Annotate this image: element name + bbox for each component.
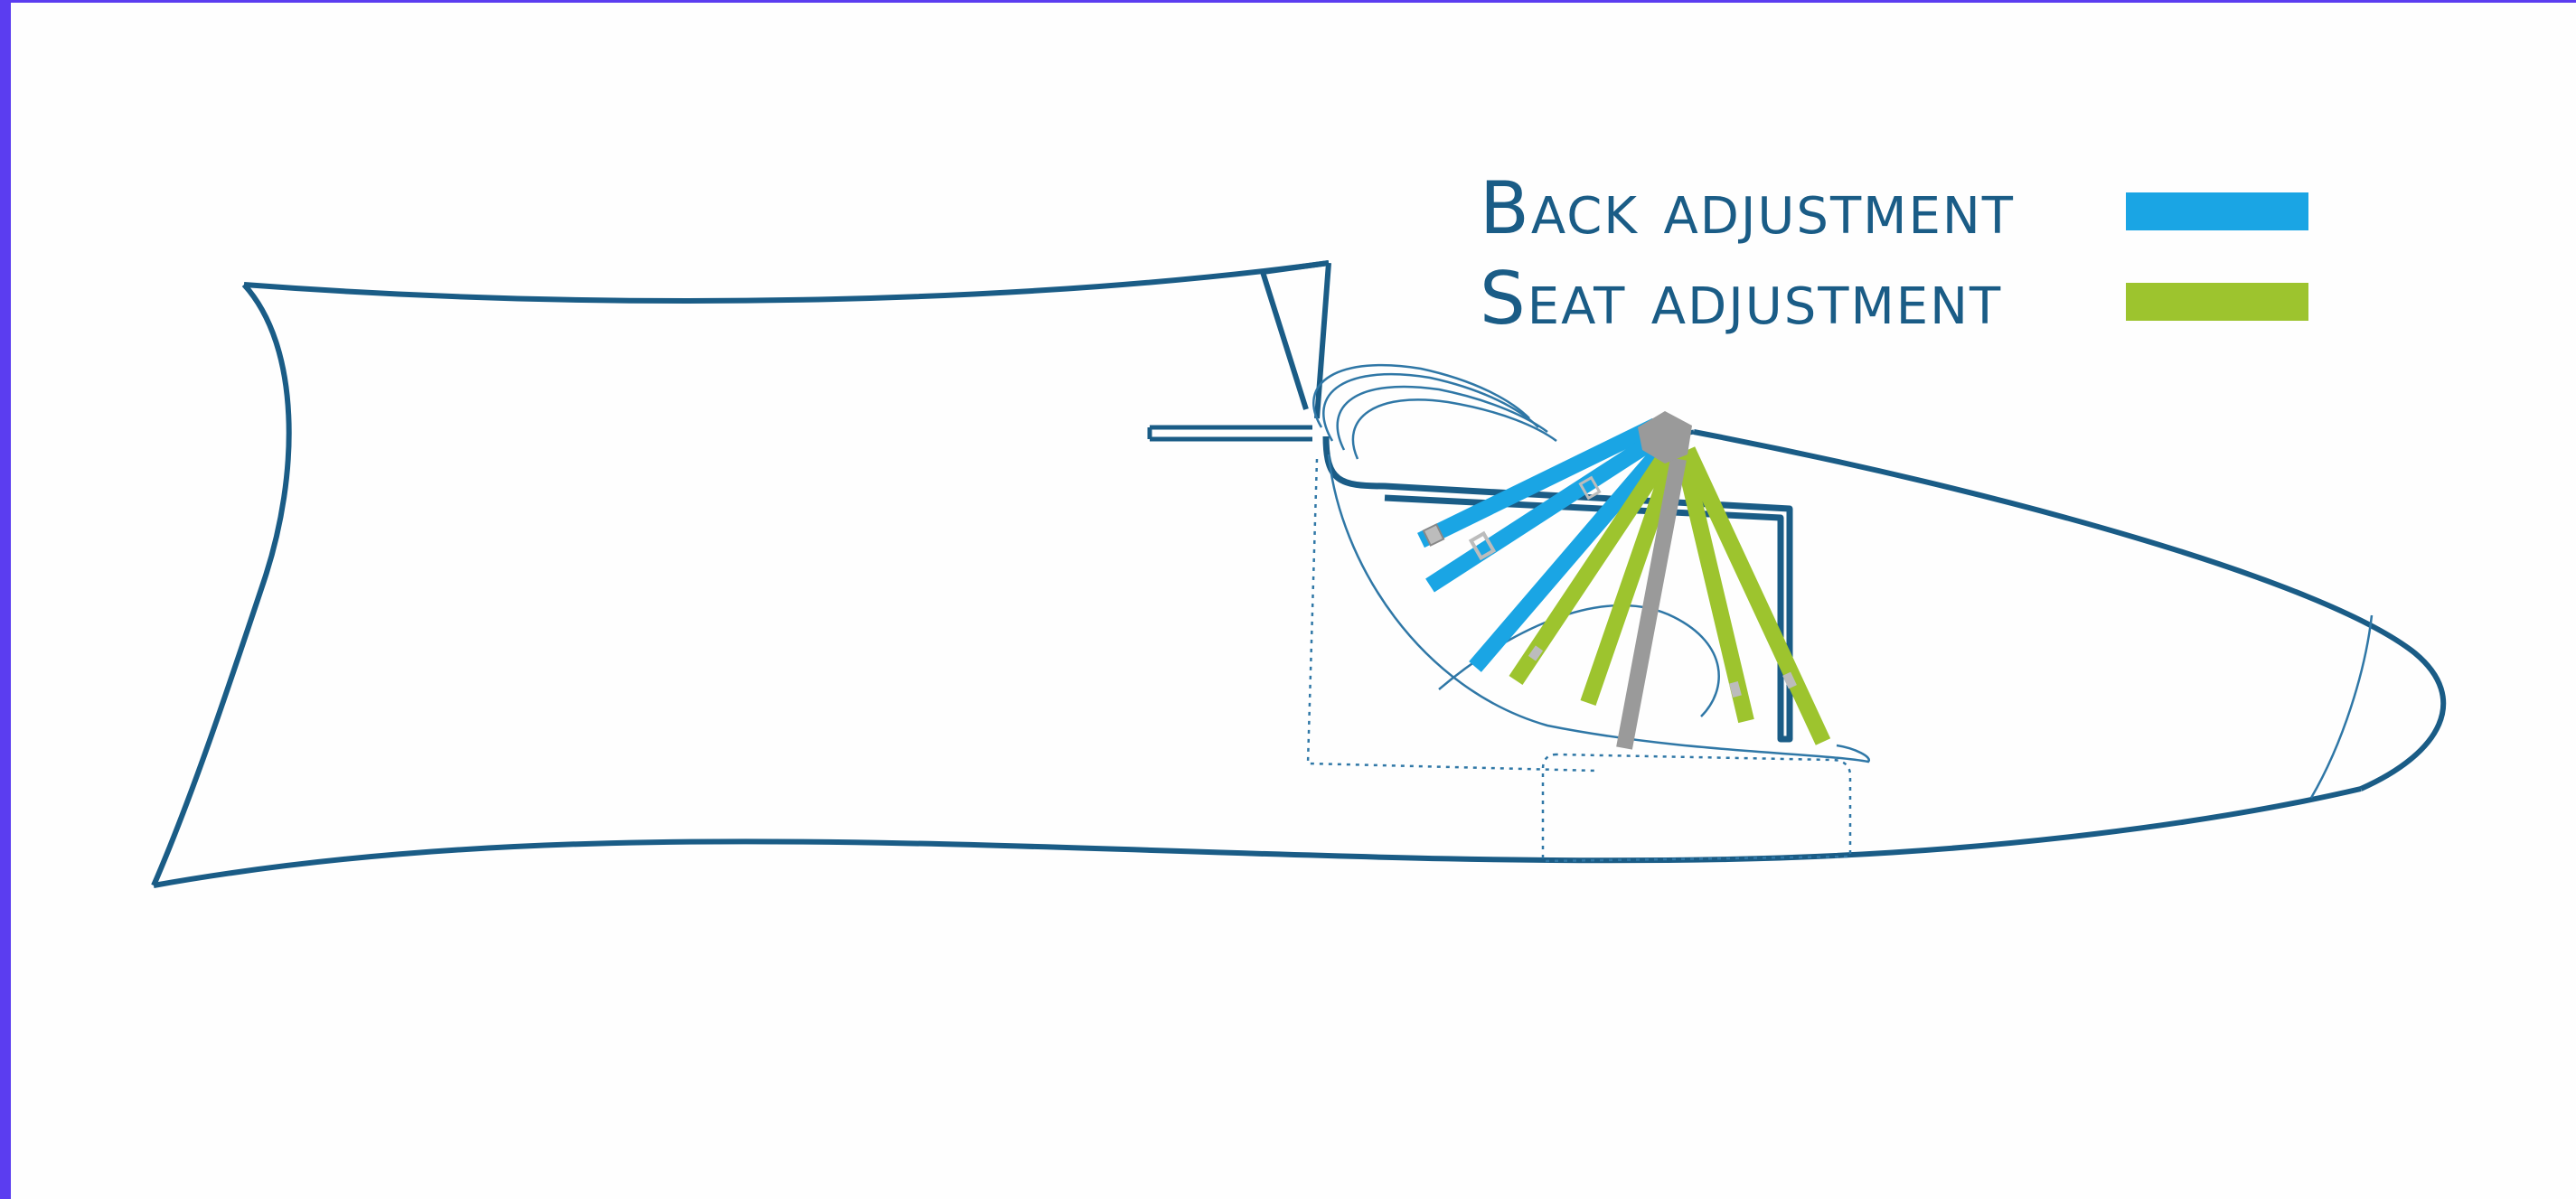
harness-loop-2 <box>1322 372 1539 442</box>
legend: Back adjustment Seat adjustment <box>1480 166 2308 341</box>
back-strap-2 <box>1425 429 1665 593</box>
buckle-5 <box>1729 680 1742 698</box>
back-strap-1 <box>1417 417 1659 548</box>
buckle-6 <box>1782 671 1797 689</box>
pod-bottom-edge <box>153 786 2362 888</box>
backrest-rod <box>1147 425 1312 442</box>
pod-top-edge <box>243 260 1330 304</box>
seat-strap-2 <box>1580 452 1682 706</box>
harness-pod-diagram: Back adjustment Seat adjustment <box>151 166 2447 888</box>
dotted-guides <box>1306 458 1852 863</box>
cockpit-front-edge <box>1314 262 1331 419</box>
cockpit-scoop <box>1327 454 1871 763</box>
strap-buckle-top <box>1638 411 1692 464</box>
harness-loop-3 <box>1336 385 1548 451</box>
back-strap-3 <box>1469 440 1671 672</box>
cockpit-triangle <box>1260 260 1330 410</box>
pod-tail-edge <box>151 282 292 887</box>
legend-label-seat-adjustment: Seat adjustment <box>1480 257 2002 341</box>
seat-strap-3 <box>1675 452 1754 724</box>
buckle-4 <box>1528 645 1544 661</box>
legend-label-back-adjustment: Back adjustment <box>1480 166 2015 250</box>
seat-strap-1 <box>1509 445 1677 685</box>
buckle-2 <box>1468 530 1497 561</box>
seat-board <box>1322 436 1793 743</box>
inner-details <box>1312 363 2374 799</box>
dotted-back-guide <box>1306 458 1598 773</box>
harness-loop-4 <box>1351 398 1557 460</box>
pod-outline <box>151 260 2447 888</box>
center-strap-gray <box>1616 457 1687 750</box>
legend-swatch-back-adjustment <box>2126 192 2308 230</box>
pod-nose-edge <box>1693 429 2447 792</box>
nose-cap-line <box>2309 614 2374 799</box>
harness-loop-1 <box>1312 363 1530 428</box>
buckle-1 <box>1422 523 1445 547</box>
buckle-3 <box>1578 475 1602 501</box>
adjustment-straps <box>1417 411 1831 750</box>
dotted-pocket <box>1541 753 1852 863</box>
legend-swatch-seat-adjustment <box>2126 283 2308 321</box>
seat-strap-4 <box>1679 446 1831 745</box>
